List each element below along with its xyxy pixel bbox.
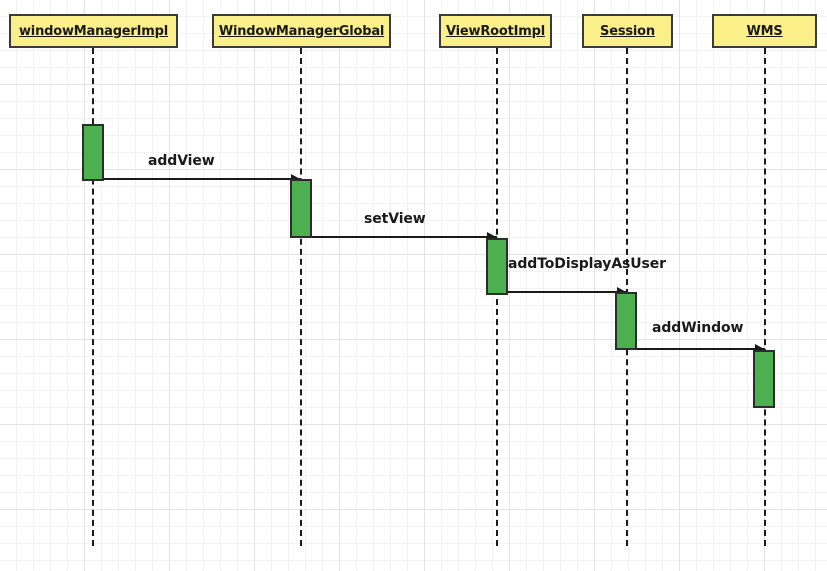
participant-label: WindowManagerGlobal (218, 23, 385, 39)
participant-label: Session (600, 23, 655, 39)
message-label-addToDisplayAsUser: addToDisplayAsUser (508, 256, 666, 272)
lifeline-ViewRootImpl (496, 48, 498, 546)
message-label-addView: addView (148, 153, 215, 169)
participant-ViewRootImpl[interactable]: ViewRootImpl (439, 14, 552, 48)
message-arrow-addToDisplayAsUser[interactable] (507, 287, 628, 299)
participant-windowManagerImpl[interactable]: windowManagerImpl (9, 14, 178, 48)
activation-bar-Session[interactable] (615, 292, 637, 350)
message-label-addWindow: addWindow (652, 320, 744, 336)
activation-bar-ViewRootImpl[interactable] (486, 238, 508, 295)
message-label-setView: setView (364, 211, 426, 227)
lifeline-WindowManagerGlobal (300, 48, 302, 546)
participant-WMS[interactable]: WMS (712, 14, 817, 48)
lifeline-windowManagerImpl (92, 48, 94, 546)
message-arrow-setView[interactable] (311, 232, 498, 244)
activation-bar-windowManagerImpl[interactable] (82, 124, 104, 181)
activation-bar-WindowManagerGlobal[interactable] (290, 179, 312, 238)
participant-label: WMS (746, 23, 783, 39)
participant-label: ViewRootImpl (446, 23, 545, 39)
message-arrow-addWindow[interactable] (636, 344, 766, 356)
participant-Session[interactable]: Session (582, 14, 673, 48)
message-arrow-addView[interactable] (103, 174, 302, 186)
participant-label: windowManagerImpl (19, 23, 168, 39)
activation-bar-WMS[interactable] (753, 350, 775, 408)
lifeline-WMS (764, 48, 766, 546)
participant-WindowManagerGlobal[interactable]: WindowManagerGlobal (212, 14, 391, 48)
